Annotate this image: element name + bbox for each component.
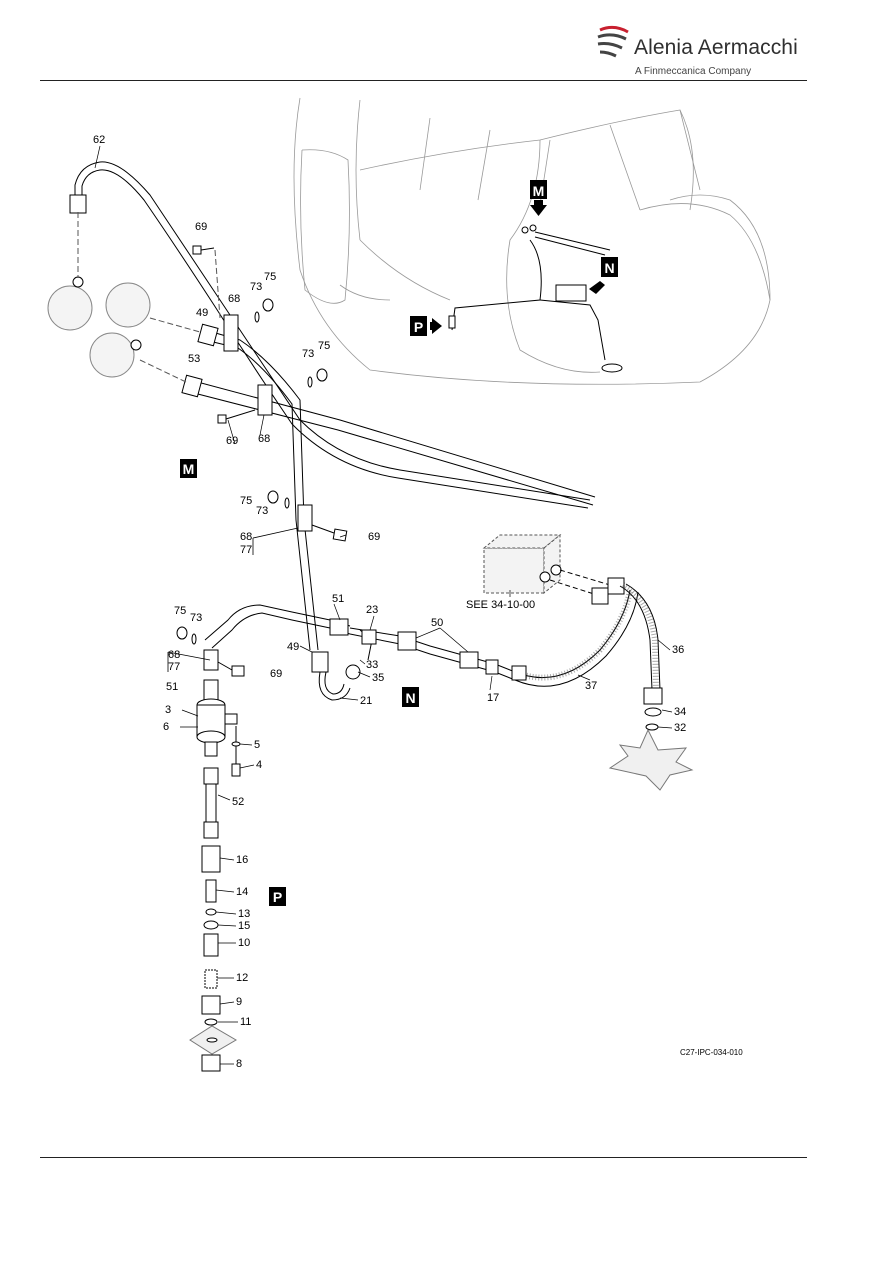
callout: 68 <box>240 531 252 543</box>
callout: 35 <box>372 672 384 684</box>
callout: 49 <box>196 307 208 319</box>
callout: 50 <box>431 617 443 629</box>
callout: 36 <box>672 644 684 656</box>
callout: 53 <box>188 353 200 365</box>
callout: 77 <box>168 661 180 673</box>
arrow-label-p: P <box>414 319 423 335</box>
view-n-assembly <box>204 533 694 791</box>
callout: 17 <box>487 692 499 704</box>
callout: 73 <box>250 281 262 293</box>
callout: 4 <box>256 759 262 771</box>
callout: 69 <box>270 668 282 680</box>
callout: 6 <box>163 721 169 733</box>
callout: 32 <box>674 722 686 734</box>
callout: 75 <box>318 340 330 352</box>
callout: 52 <box>232 796 244 808</box>
nose-tube-routing <box>448 224 623 373</box>
header-rule <box>40 80 807 81</box>
callout: 75 <box>264 271 276 283</box>
callout: 68 <box>258 433 270 445</box>
figure-reference-code: C27-IPC-034-010 <box>680 1048 743 1057</box>
callout: 8 <box>236 1058 242 1070</box>
arrow-label-n: N <box>604 260 614 276</box>
callout: 62 <box>93 134 105 146</box>
callout: 37 <box>585 680 597 692</box>
callout: 12 <box>236 972 248 984</box>
view-arrow-n <box>589 257 618 294</box>
view-m-assembly <box>47 161 596 651</box>
callout: 21 <box>360 695 372 707</box>
callout: 14 <box>236 886 248 898</box>
footer-rule <box>40 1157 807 1158</box>
svg-text:M: M <box>183 461 195 477</box>
callout: 23 <box>366 604 378 616</box>
callout: 69 <box>195 221 207 233</box>
callout: 75 <box>240 495 252 507</box>
callout: 13 <box>238 908 250 920</box>
callout-leaders <box>94 145 673 1065</box>
brand-name: Alenia Aermacchi <box>634 36 798 59</box>
callout: 16 <box>236 854 248 866</box>
callout: 33 <box>366 659 378 671</box>
callout: 69 <box>368 531 380 543</box>
callout: 11 <box>240 1016 251 1028</box>
callout: 73 <box>302 348 314 360</box>
callout: 51 <box>332 593 344 605</box>
aircraft-nose-outline <box>293 97 771 385</box>
brand-logo: Alenia Aermacchi A Finmeccanica Company <box>594 22 798 78</box>
view-p-assembly <box>167 626 245 1072</box>
callout: 9 <box>236 996 242 1008</box>
view-arrow-p <box>410 316 442 336</box>
svg-text:P: P <box>273 889 282 905</box>
see-reference: SEE 34-10-00 <box>466 599 535 611</box>
callout: 10 <box>238 937 250 949</box>
callout: 77 <box>240 544 252 556</box>
callout: 68 <box>168 649 180 661</box>
view-label-m: M <box>180 459 197 478</box>
callout: 49 <box>287 641 299 653</box>
brand-mark-icon <box>597 25 629 58</box>
svg-text:N: N <box>405 690 415 706</box>
view-label-p: P <box>269 887 286 906</box>
callout: 51 <box>166 681 178 693</box>
callout: 34 <box>674 706 686 718</box>
view-label-n: N <box>402 687 419 707</box>
callout: 68 <box>228 293 240 305</box>
view-arrow-m <box>530 180 547 216</box>
callout: 5 <box>254 739 260 751</box>
callout-numbers: 62 69 73 75 68 49 53 73 75 69 68 75 73 6… <box>93 134 686 1070</box>
callout: 69 <box>226 435 238 447</box>
callout: 73 <box>256 505 268 517</box>
arrow-label-m: M <box>533 183 545 199</box>
callout: 75 <box>174 605 186 617</box>
callout: 3 <box>165 704 171 716</box>
callout: 73 <box>190 612 202 624</box>
callout: 15 <box>238 920 250 932</box>
brand-tagline: A Finmeccanica Company <box>635 66 752 77</box>
